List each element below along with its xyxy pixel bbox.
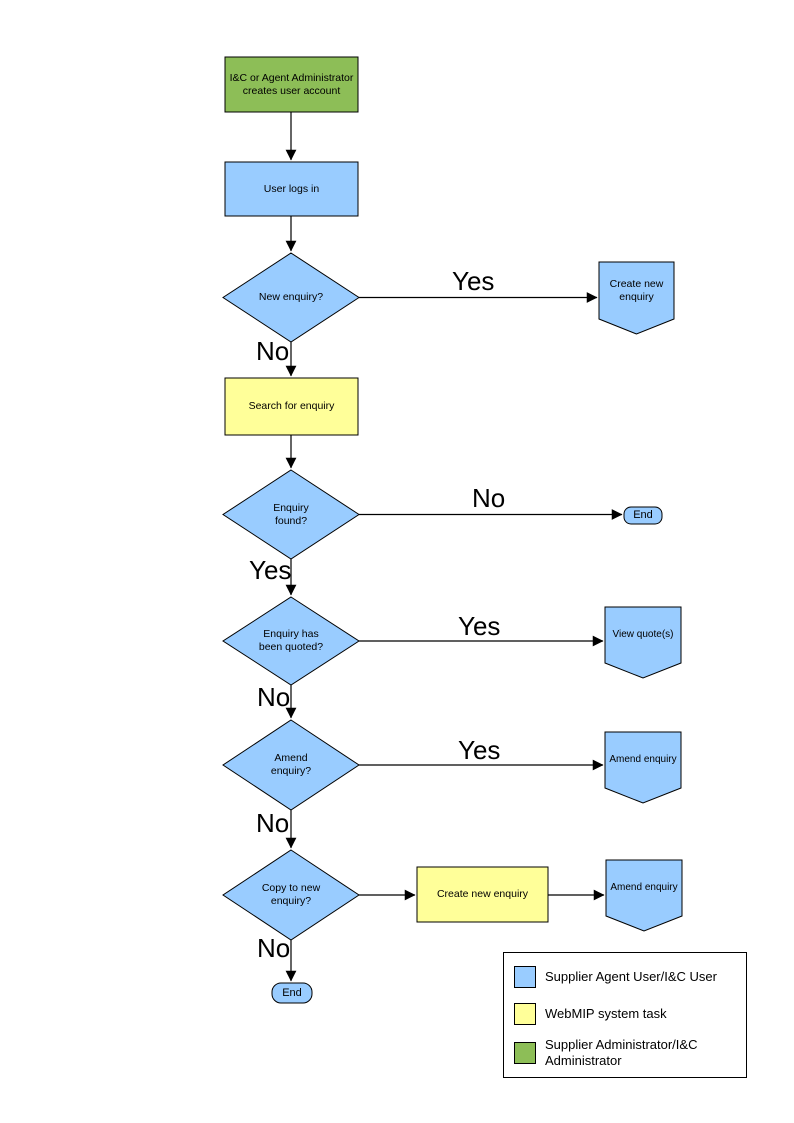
node-view-quotes-offpage-shape [604,606,682,679]
edge-label-enquiry-quoted-yes: Yes [458,611,501,641]
legend-swatch-system [514,1003,536,1025]
node-user-logs-in-label: User logs in [263,182,320,195]
edge-label-enquiry-quoted-no: No [257,682,291,712]
node-create-new-enquiry-task-label: Create new enquiry [436,888,529,900]
node-view-quotes-offpage-label: View quote(s) [612,629,674,640]
legend-item-admin: Supplier Administrator/I&C Administrator [514,1037,740,1069]
node-amend-enquiry-offpage-2-label: Amend enquiry [610,882,678,893]
node-search-for-enquiry-shape [224,377,359,436]
legend-item-user: Supplier Agent User/I&C User [514,966,740,988]
node-end-not-found-shape [623,506,663,525]
node-enquiry-found-decision-label: Enquiry found? [273,501,309,527]
node-user-logs-in-shape [224,161,359,217]
node-enquiry-found-decision-shape [222,469,360,560]
legend-label-user: Supplier Agent User/I&C User [545,969,717,984]
node-create-new-enquiry-task-shape [416,866,549,923]
legend-swatch-admin [514,1042,536,1064]
node-enquiry-quoted-decision-shape [222,596,360,686]
node-amend-enquiry-offpage-label: Amend enquiry [609,754,677,765]
node-amend-enquiry-decision-shape [222,719,360,811]
legend-swatch-user [514,966,536,988]
node-end-final-label: End [282,986,302,999]
node-amend-enquiry-offpage-2-shape [605,859,683,932]
node-admin-creates-account-shape [224,56,359,113]
node-amend-enquiry-offpage-shape [604,731,682,804]
edge-label-enquiry-found-no: No [472,483,506,513]
node-copy-to-new-enquiry-decision-label: Copy to new enquiry? [261,882,321,907]
node-create-new-enquiry-offpage-label: Create new enquiry [609,277,664,303]
edge-label-enquiry-found-yes: Yes [249,555,292,585]
edge-label-new-enquiry-yes: Yes [452,266,495,296]
node-amend-enquiry-decision-label: Amend enquiry? [270,752,312,777]
legend-label-admin: Supplier Administrator/I&C Administrator [545,1037,698,1068]
node-new-enquiry-decision-shape [222,252,360,343]
node-copy-to-new-enquiry-decision-shape [222,849,360,941]
legend-label-system: WebMIP system task [545,1006,667,1021]
edge-label-amend-enquiry-yes: Yes [458,735,501,765]
node-end-not-found-label: End [633,509,653,521]
legend-item-system: WebMIP system task [514,1003,740,1025]
edge-label-new-enquiry-no: No [256,336,290,366]
edge-label-amend-enquiry-no: No [256,808,290,838]
node-new-enquiry-decision-label: New enquiry? [258,291,324,303]
edge-label-copy-to-new-no: No [257,933,291,963]
node-admin-creates-account-label: I&C or Agent Administrator creates user … [229,71,354,97]
node-end-final-shape [271,982,313,1004]
legend-box: Supplier Agent User/I&C User WebMIP syst… [503,952,747,1078]
node-enquiry-quoted-decision-label: Enquiry has been quoted? [258,628,324,653]
node-create-new-enquiry-offpage-shape [598,261,675,335]
node-search-for-enquiry-label: Search for enquiry [248,400,335,412]
